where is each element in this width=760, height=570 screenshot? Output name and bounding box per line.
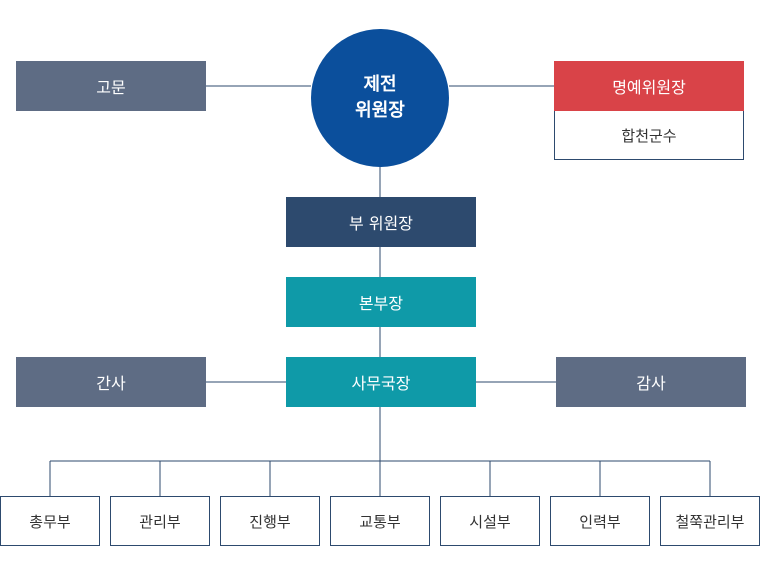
dept-operations: 진행부 — [220, 496, 320, 546]
auditor-node: 감사 — [556, 357, 746, 407]
headquarters-chief-node: 본부장 — [286, 277, 476, 327]
advisor-node: 고문 — [16, 61, 206, 111]
dept-traffic: 교통부 — [330, 496, 430, 546]
dept-general-affairs: 총무부 — [0, 496, 100, 546]
vice-chair-node: 부 위원장 — [286, 197, 476, 247]
honorary-chair-node: 명예위원장 — [554, 61, 744, 111]
dept-azalea-management: 철쭉관리부 — [660, 496, 760, 546]
honorary-chair-member: 합천군수 — [554, 111, 744, 160]
dept-facilities: 시설부 — [440, 496, 540, 546]
dept-personnel: 인력부 — [550, 496, 650, 546]
chairman-line1: 제전 — [363, 74, 397, 95]
chairman-node: 제전 위원장 — [311, 29, 449, 167]
secretary-node: 간사 — [16, 357, 206, 407]
dept-management: 관리부 — [110, 496, 210, 546]
secretary-general-node: 사무국장 — [286, 357, 476, 407]
chairman-line2: 위원장 — [355, 100, 405, 121]
